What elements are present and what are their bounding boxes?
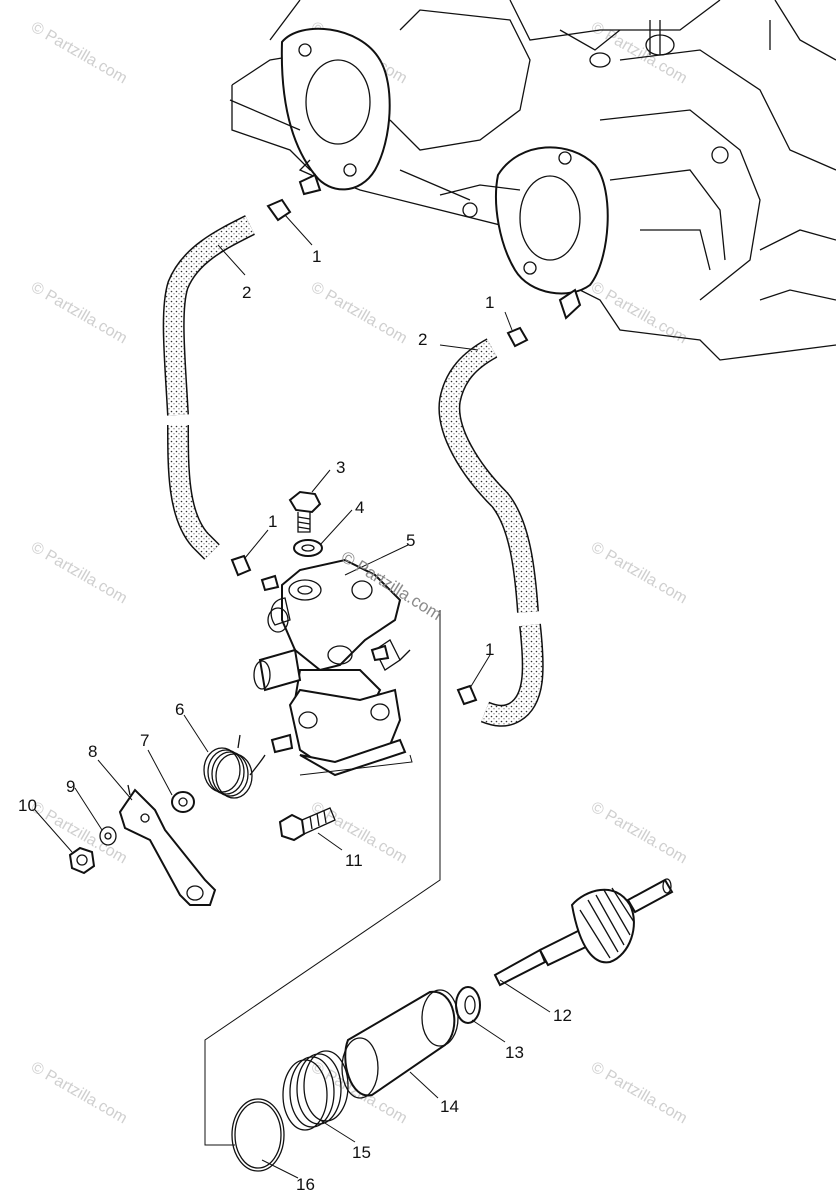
mounting-bolt: [278, 807, 336, 842]
hose-clamp: [230, 198, 529, 706]
shaft-sleeve: [341, 989, 459, 1099]
part-number-labels: 1 2 1 2 3 4 1 5 1 6 7 8 9 10 11 12 13 14…: [18, 247, 572, 1194]
part-label-2: 2: [242, 283, 251, 302]
part-label-14: 14: [440, 1097, 459, 1116]
compression-spring: [282, 1050, 349, 1131]
watermark-text: © Partzilla.com: [28, 539, 130, 608]
part-label-13: 13: [505, 1043, 524, 1062]
drive-shaft-gear: [493, 878, 674, 987]
part-label-15: 15: [352, 1143, 371, 1162]
sealing-washer: [293, 539, 323, 557]
part-label-12: 12: [553, 1006, 572, 1025]
banjo-bolt: [288, 490, 322, 533]
assembly-outline: [204, 610, 441, 1146]
engine-cylinder: [229, 0, 836, 361]
return-spring: [203, 734, 266, 799]
part-label-7: 7: [140, 731, 149, 750]
part-label-9: 9: [66, 777, 75, 796]
part-label-10: 10: [18, 796, 37, 815]
lock-washer: [99, 826, 117, 846]
oil-pump-body: [253, 558, 411, 777]
retaining-ring: [231, 1098, 285, 1172]
part-label-1: 1: [485, 293, 494, 312]
part-label-2: 2: [418, 330, 427, 349]
watermark-text: © Partzilla.com: [588, 1059, 690, 1128]
part-label-8: 8: [88, 742, 97, 761]
watermark-text: © Partzilla.com: [28, 279, 130, 348]
part-label-11: 11: [345, 851, 363, 870]
oil-hose-right: [438, 338, 544, 727]
part-label-3: 3: [336, 458, 345, 477]
control-lever: [118, 784, 217, 906]
thrust-washer: [455, 986, 481, 1024]
watermark-text: © Partzilla.com: [588, 799, 690, 868]
oil-hose-left: [162, 215, 255, 560]
watermark-text: © Partzilla.com: [28, 19, 130, 88]
part-label-1: 1: [312, 247, 321, 266]
part-label-4: 4: [355, 498, 364, 517]
part-label-1: 1: [485, 640, 494, 659]
part-label-1: 1: [268, 512, 277, 531]
lock-nut: [68, 846, 96, 875]
part-label-6: 6: [175, 700, 184, 719]
part-label-5: 5: [406, 531, 415, 550]
watermark-text: © Partzilla.com: [28, 1059, 130, 1128]
watermark-text: © Partzilla.com: [588, 539, 690, 608]
flat-washer: [171, 791, 195, 813]
leader-lines: [34, 214, 551, 1179]
watermark-text: © Partzilla.com: [308, 279, 410, 348]
part-label-16: 16: [296, 1175, 315, 1194]
